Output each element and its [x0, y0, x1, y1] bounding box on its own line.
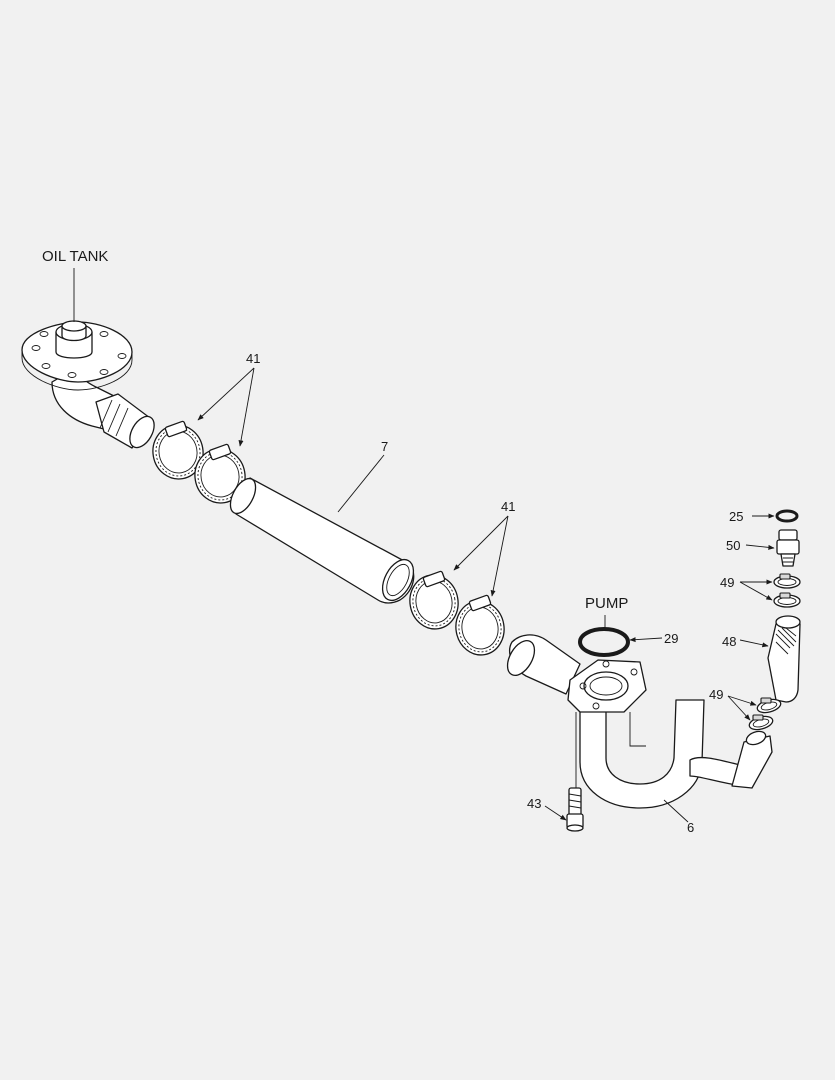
hose-clamp-49-upper-b	[773, 592, 801, 608]
callout-29: 29	[664, 631, 678, 646]
fitting-50	[776, 529, 800, 567]
callout-49-upper: 49	[720, 575, 734, 590]
hose-clamp-lower-left	[409, 570, 459, 630]
callout-41-upper: 41	[246, 351, 260, 366]
callout-50: 50	[726, 538, 740, 553]
pump-label: PUMP	[585, 595, 628, 612]
callout-43: 43	[527, 796, 541, 811]
o-ring-25	[775, 509, 799, 523]
oil-tank-label: OIL TANK	[42, 248, 108, 265]
hose-clamp-49-lower-b	[748, 714, 774, 731]
callout-6: 6	[687, 820, 694, 835]
bolt-43	[566, 712, 584, 832]
oil-tank-fitting	[21, 320, 155, 449]
callout-49-lower: 49	[709, 687, 723, 702]
callout-7: 7	[381, 439, 388, 454]
hose-clamp-upper-right	[194, 443, 246, 504]
hose-7	[229, 477, 415, 604]
hose-clamp-49-upper-a	[773, 573, 801, 589]
hose-clamp-49-lower-a	[756, 697, 782, 714]
hose-clamp-upper-left	[152, 420, 204, 480]
pump-pipe-6	[506, 634, 773, 809]
callout-25: 25	[729, 509, 743, 524]
hose-48	[767, 615, 801, 703]
callout-48: 48	[722, 634, 736, 649]
hose-clamp-lower-right	[455, 594, 505, 656]
o-ring-29	[578, 627, 630, 657]
callout-41-lower: 41	[501, 499, 515, 514]
